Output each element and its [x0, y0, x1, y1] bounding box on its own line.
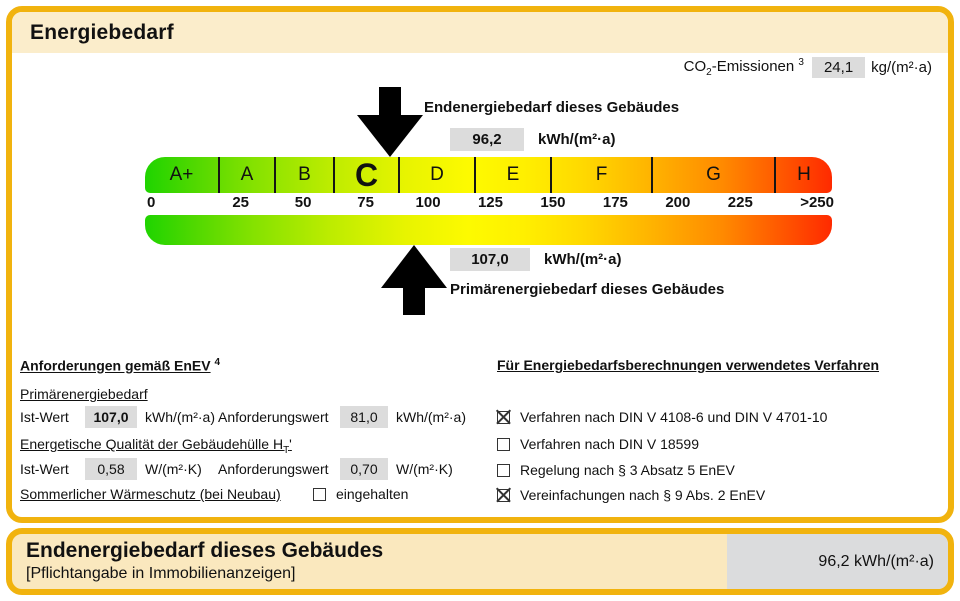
- eingehalten-checkbox[interactable]: [313, 487, 326, 501]
- co2-emissions-line: CO2-Emissionen 3 24,1 kg/(m²·a): [684, 57, 932, 78]
- tick-250plus: >250: [800, 194, 834, 211]
- primary-energy-value-row: 107,0 kWh/(m²·a): [450, 248, 622, 271]
- footer-text: Endenergiebedarf dieses Gebäudes [Pflich…: [26, 539, 383, 583]
- ist-wert-value-box: 107,0: [85, 406, 137, 428]
- anforderungswert-label: Anforderungswert: [218, 409, 329, 425]
- tick-0: 0: [147, 194, 156, 211]
- anforderungswert-unit: W/(m²·K): [396, 461, 453, 477]
- eingehalten-label: eingehalten: [336, 486, 409, 502]
- end-energy-value-box: 96,2: [450, 128, 524, 151]
- scale-class-aplus: A+: [145, 157, 220, 193]
- requirements-heading: Anforderungen gemäß EnEV 4: [20, 357, 221, 374]
- panel-title: Energiebedarf: [30, 20, 174, 44]
- anforderungswert-value-box: 81,0: [340, 406, 388, 428]
- method-label: Verfahren nach DIN V 4108-6 und DIN V 47…: [520, 409, 828, 425]
- ist-wert-value-box: 0,58: [85, 458, 137, 480]
- primary-energy-value-box: 107,0: [450, 248, 530, 271]
- method-label: Vereinfachungen nach § 9 Abs. 2 EnEV: [520, 487, 766, 503]
- envelope-quality-subheading: Energetische Qualität der Gebäudehülle H…: [20, 436, 292, 456]
- scale-class-b: B: [276, 157, 335, 193]
- primary-energy-scale-bar: [145, 215, 832, 245]
- tick-50: 50: [294, 194, 312, 211]
- ist-wert-unit: W/(m²·K): [145, 461, 202, 477]
- tick-200: 200: [665, 194, 691, 211]
- ist-wert-label: Ist-Wert: [20, 461, 69, 477]
- tick-100: 100: [415, 194, 441, 211]
- anforderungswert-value-box: 0,70: [340, 458, 388, 480]
- end-energy-arrow-shaft: [379, 87, 401, 119]
- method-checkbox-din4108[interactable]: [497, 410, 510, 424]
- envelope-quality-requirement-row: Ist-Wert 0,58 W/(m²·K) Anforderungswert …: [20, 458, 453, 480]
- method-label: Regelung nach § 3 Absatz 5 EnEV: [520, 462, 735, 478]
- method-row-regelung: Regelung nach § 3 Absatz 5 EnEV: [497, 462, 735, 478]
- energy-class-scale: A+ A B C D E F G H: [145, 157, 832, 193]
- footer-title: Endenergiebedarf dieses Gebäudes: [26, 539, 384, 562]
- summer-heat-protection-label: Sommerlicher Wärmeschutz (bei Neubau): [20, 486, 281, 502]
- anforderungswert-unit: kWh/(m²·a): [396, 409, 466, 425]
- methods-heading: Für Energiebedarfsberechnungen verwendet…: [497, 357, 880, 373]
- footer-value-panel: 96,2 kWh/(m²·a): [727, 534, 948, 589]
- primary-energy-arrow-shaft: [403, 286, 425, 315]
- end-energy-value-row: 96,2 kWh/(m²·a): [450, 128, 616, 151]
- method-row-vereinfachungen: Vereinfachungen nach § 9 Abs. 2 EnEV: [497, 487, 765, 503]
- method-checkbox-din18599[interactable]: [497, 437, 510, 451]
- scale-class-d: D: [400, 157, 476, 193]
- co2-unit: kg/(m²·a): [871, 59, 932, 76]
- primary-energy-label: Primärenergiebedarf dieses Gebäudes: [450, 281, 725, 298]
- tick-25: 25: [232, 194, 250, 211]
- footer-summary-panel: 96,2 kWh/(m²·a) Endenergiebedarf dieses …: [6, 528, 954, 595]
- co2-value-box: 24,1: [811, 57, 866, 78]
- energiebedarf-panel: Energiebedarf CO2-Emissionen 3 24,1 kg/(…: [6, 6, 954, 523]
- scale-class-g: G: [653, 157, 776, 193]
- ist-wert-unit: kWh/(m²·a): [145, 409, 215, 425]
- footer-subtitle: [Pflichtangabe in Immobilienanzeigen]: [26, 565, 296, 582]
- anforderungswert-label: Anforderungswert: [218, 461, 329, 477]
- summer-heat-protection-row: Sommerlicher Wärmeschutz (bei Neubau) ei…: [20, 486, 408, 502]
- scale-class-h: H: [797, 164, 811, 185]
- end-energy-arrow-icon: [357, 115, 423, 157]
- tick-150: 150: [540, 194, 566, 211]
- panel-header: Energiebedarf: [12, 12, 948, 53]
- tick-175: 175: [602, 194, 628, 211]
- method-row-din4108: Verfahren nach DIN V 4108-6 und DIN V 47…: [497, 409, 827, 425]
- scale-class-a: A: [220, 157, 276, 193]
- method-label: Verfahren nach DIN V 18599: [520, 436, 700, 452]
- scale-class-e: E: [476, 157, 552, 193]
- scale-class-c-current: C: [335, 157, 400, 193]
- scale-tick-labels: 0 25 50 75 100 125 150 175 200 225 >250: [117, 194, 834, 214]
- method-checkbox-regelung[interactable]: [497, 463, 510, 477]
- co2-label: CO2-Emissionen 3: [683, 57, 804, 78]
- primary-energy-arrow-icon: [381, 245, 447, 288]
- method-row-din18599: Verfahren nach DIN V 18599: [497, 436, 699, 452]
- tick-125: 125: [477, 194, 503, 211]
- tick-225: 225: [727, 194, 753, 211]
- primary-energy-unit: kWh/(m²·a): [544, 251, 622, 268]
- primary-energy-subheading: Primärenergiebedarf: [20, 386, 148, 402]
- end-energy-label: Endenergiebedarf dieses Gebäudes: [424, 99, 680, 116]
- scale-class-f: F: [552, 157, 653, 193]
- ist-wert-label: Ist-Wert: [20, 409, 69, 425]
- end-energy-unit: kWh/(m²·a): [538, 131, 616, 148]
- method-checkbox-vereinfachungen[interactable]: [497, 488, 510, 502]
- primary-energy-requirement-row: Ist-Wert 107,0 kWh/(m²·a) Anforderungswe…: [20, 406, 466, 428]
- tick-75: 75: [357, 194, 374, 211]
